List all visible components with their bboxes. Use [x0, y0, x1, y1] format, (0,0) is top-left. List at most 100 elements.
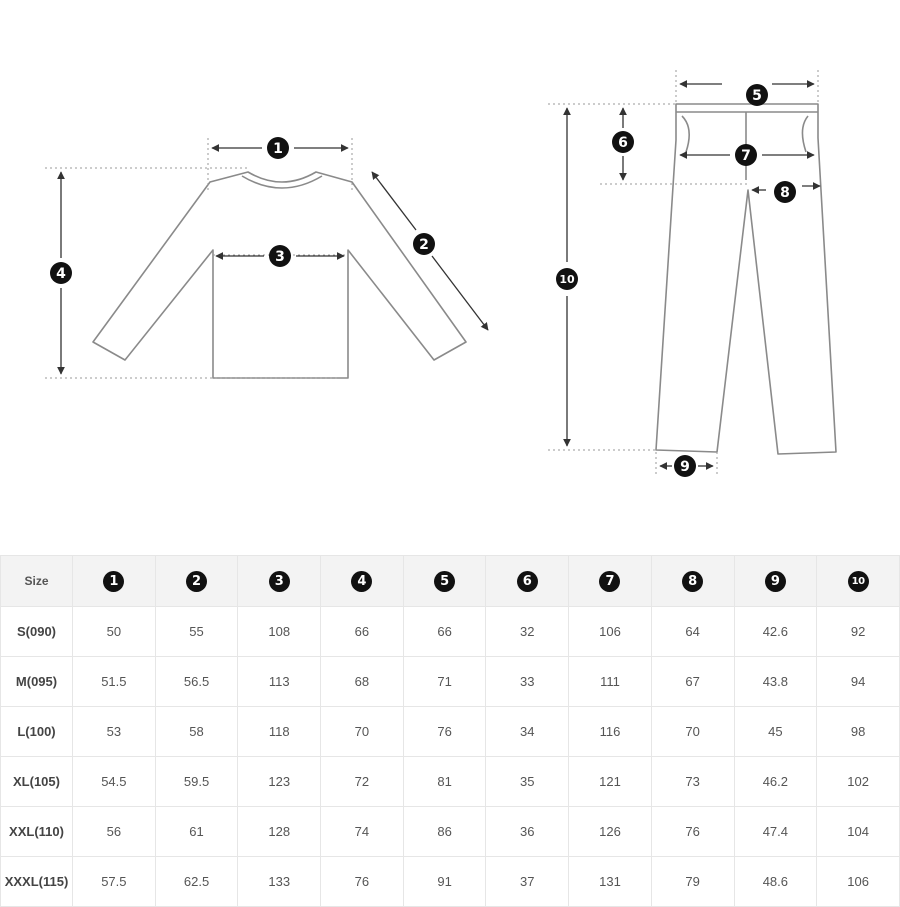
measurement-cell: 71	[402, 656, 487, 707]
measurement-cell: 108	[237, 606, 322, 657]
measurement-cell: 118	[237, 706, 322, 757]
measurement-cell: 106	[568, 606, 652, 657]
measurement-cell: 81	[402, 756, 487, 807]
measurement-cell: 131	[568, 856, 652, 907]
measurement-cell: 72	[320, 756, 404, 807]
column-header: 2	[154, 555, 239, 607]
column-badge: 6	[516, 570, 538, 592]
measurement-cell: 113	[237, 656, 322, 707]
measurement-cell: 67	[650, 656, 735, 707]
measurement-cell: 98	[816, 706, 900, 757]
column-badge: 9	[764, 570, 786, 592]
svg-text:10: 10	[559, 273, 575, 286]
measurement-cell: 106	[816, 856, 900, 907]
measurement-cell: 42.6	[733, 606, 818, 657]
measurement-cell: 116	[568, 706, 652, 757]
measurement-cell: 48.6	[733, 856, 818, 907]
column-header: 6	[485, 555, 570, 607]
measurement-cell: 37	[485, 856, 570, 907]
measurement-cell: 32	[485, 606, 570, 657]
column-badge: 8	[682, 570, 704, 592]
column-header: 1	[72, 555, 156, 607]
measurement-cell: 70	[650, 706, 735, 757]
measurement-cell: 61	[154, 806, 239, 857]
size-label: L(100)	[0, 706, 73, 757]
svg-text:4: 4	[56, 266, 66, 282]
badge-8: 8	[774, 181, 796, 203]
measurement-cell: 50	[72, 606, 156, 657]
measurement-cell: 121	[568, 756, 652, 807]
measurement-cell: 70	[320, 706, 404, 757]
measurement-cell: 58	[154, 706, 239, 757]
svg-text:3: 3	[275, 249, 285, 265]
measurement-cell: 47.4	[733, 806, 818, 857]
measurement-cell: 56.5	[154, 656, 239, 707]
column-badge: 1	[103, 570, 125, 592]
svg-text:1: 1	[273, 141, 283, 157]
size-label: S(090)	[0, 606, 73, 657]
measurement-cell: 76	[650, 806, 735, 857]
measurement-cell: 79	[650, 856, 735, 907]
measurement-cell: 68	[320, 656, 404, 707]
table-header-row: Size 1 2 3 4 5 6 7 8 9 10	[0, 555, 900, 607]
column-header: 7	[568, 555, 652, 607]
column-badge: 4	[351, 570, 373, 592]
measurement-cell: 54.5	[72, 756, 156, 807]
pants-guides	[548, 70, 819, 474]
size-label: XL(105)	[0, 756, 73, 807]
measurement-cell: 76	[402, 706, 487, 757]
measurement-cell: 102	[816, 756, 900, 807]
measurement-cell: 76	[320, 856, 404, 907]
svg-text:2: 2	[419, 237, 429, 253]
measurement-cell: 74	[320, 806, 404, 857]
size-column-header: Size	[0, 555, 73, 607]
measurement-cell: 35	[485, 756, 570, 807]
badge-1: 1	[267, 137, 289, 159]
column-badge: 10	[847, 570, 869, 592]
measurement-cell: 56	[72, 806, 156, 857]
column-header: 3	[237, 555, 322, 607]
measurement-cell: 128	[237, 806, 322, 857]
column-header: 10	[816, 555, 900, 607]
measurement-cell: 66	[402, 606, 487, 657]
badge-4: 4	[50, 262, 72, 284]
measurement-cell: 46.2	[733, 756, 818, 807]
measurement-cell: 36	[485, 806, 570, 857]
column-badge: 3	[268, 570, 290, 592]
shirt-guides	[45, 138, 353, 379]
measurement-cell: 123	[237, 756, 322, 807]
measurement-cell: 33	[485, 656, 570, 707]
badge-10: 10	[556, 268, 578, 290]
badge-7: 7	[735, 144, 757, 166]
measurement-cell: 94	[816, 656, 900, 707]
measurement-cell: 45	[733, 706, 818, 757]
column-header: 5	[402, 555, 487, 607]
svg-text:5: 5	[752, 88, 762, 104]
shirt-outline	[92, 171, 467, 379]
measurement-cell: 53	[72, 706, 156, 757]
column-badge: 2	[186, 570, 208, 592]
measurement-cell: 111	[568, 656, 652, 707]
measurement-cell: 57.5	[72, 856, 156, 907]
measurement-cell: 43.8	[733, 656, 818, 707]
column-header: 4	[320, 555, 404, 607]
measurement-cell: 59.5	[154, 756, 239, 807]
svg-text:7: 7	[741, 148, 751, 164]
badge-5: 5	[746, 84, 768, 106]
shirt-arrows	[57, 144, 489, 375]
size-label: M(095)	[0, 656, 73, 707]
svg-text:9: 9	[680, 459, 690, 475]
size-label: XXL(110)	[0, 806, 73, 857]
measurement-cell: 133	[237, 856, 322, 907]
measurement-cell: 104	[816, 806, 900, 857]
column-header: 8	[650, 555, 735, 607]
measurement-cell: 126	[568, 806, 652, 857]
